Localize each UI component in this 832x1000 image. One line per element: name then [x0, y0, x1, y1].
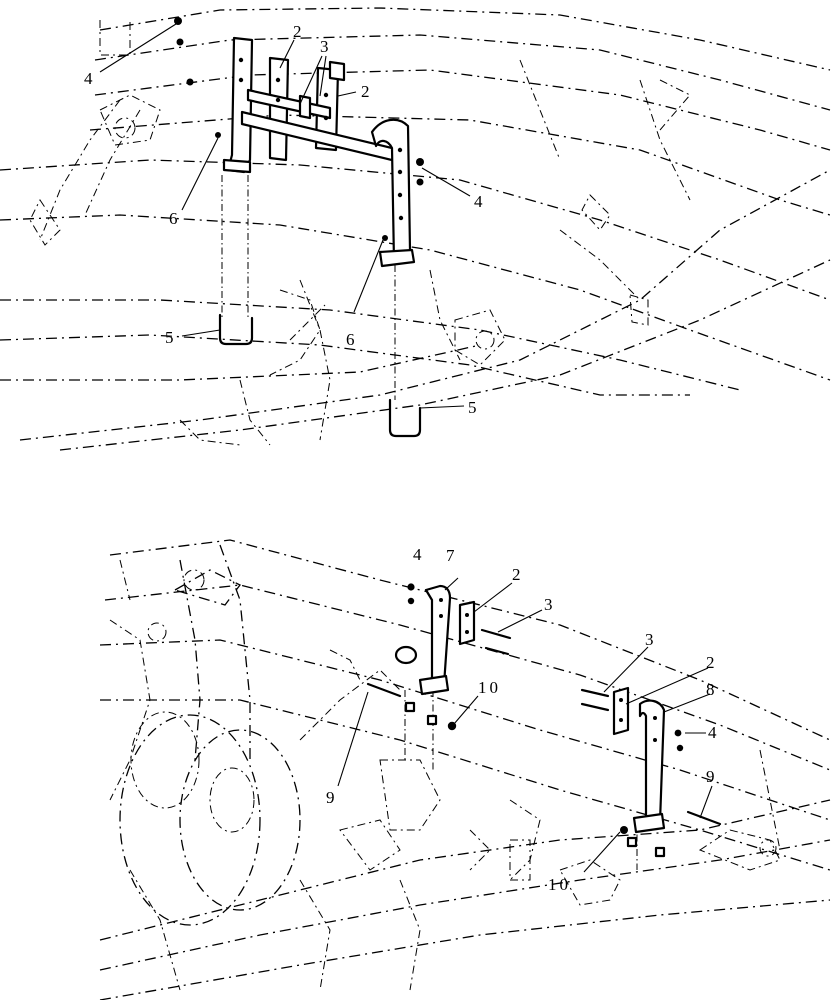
- callout-4: 4: [413, 545, 425, 564]
- callout-10: 10: [548, 875, 571, 894]
- top-u-bolt-left: [218, 313, 254, 346]
- callout-9: 9: [706, 767, 718, 786]
- callout-10: 10: [478, 678, 501, 697]
- callout-8: 8: [706, 680, 718, 699]
- callout-4: 4: [474, 192, 486, 211]
- bottom-exploded-view: 4 7 2 3 3 2 8 4 10 10 9 9: [99, 539, 831, 1000]
- top-nut: [416, 178, 424, 186]
- callout-9: 9: [326, 788, 338, 807]
- top-nut: [174, 17, 182, 25]
- bottom-nut: [676, 744, 684, 752]
- callout-2: 2: [361, 82, 373, 101]
- bottom-nut: [674, 729, 682, 737]
- callout-2: 2: [706, 653, 718, 672]
- bottom-nut: [407, 597, 415, 605]
- callout-7: 7: [446, 546, 458, 565]
- top-nut: [186, 78, 194, 86]
- top-nut: [176, 38, 184, 46]
- callout-6: 6: [169, 209, 181, 228]
- callout-4: 4: [708, 723, 720, 742]
- bottom-bracket-right: [612, 686, 666, 834]
- top-washer: [215, 132, 221, 138]
- callout-3: 3: [544, 595, 556, 614]
- callout-2: 2: [512, 565, 524, 584]
- top-u-bolt-right: [388, 398, 422, 438]
- bottom-nut: [407, 583, 415, 591]
- top-phantom-frame: [0, 7, 831, 451]
- callout-3: 3: [320, 37, 332, 56]
- callout-3: 3: [645, 630, 657, 649]
- callout-5: 5: [468, 398, 480, 417]
- callout-6: 6: [346, 330, 358, 349]
- top-washer: [382, 235, 388, 241]
- bottom-nut: [620, 826, 628, 834]
- top-mounting-bracket: [174, 17, 424, 268]
- bottom-pin-9: [366, 682, 402, 698]
- callout-4: 4: [84, 69, 96, 88]
- bottom-bracket-left: [394, 584, 476, 696]
- callout-5: 5: [165, 328, 177, 347]
- bottom-fasteners: [366, 583, 722, 858]
- callout-2: 2: [293, 22, 305, 41]
- top-nut: [416, 158, 424, 166]
- top-exploded-view: 2 3 2 4 4 6 6 5 5: [0, 7, 831, 451]
- bottom-pin-9: [686, 810, 722, 826]
